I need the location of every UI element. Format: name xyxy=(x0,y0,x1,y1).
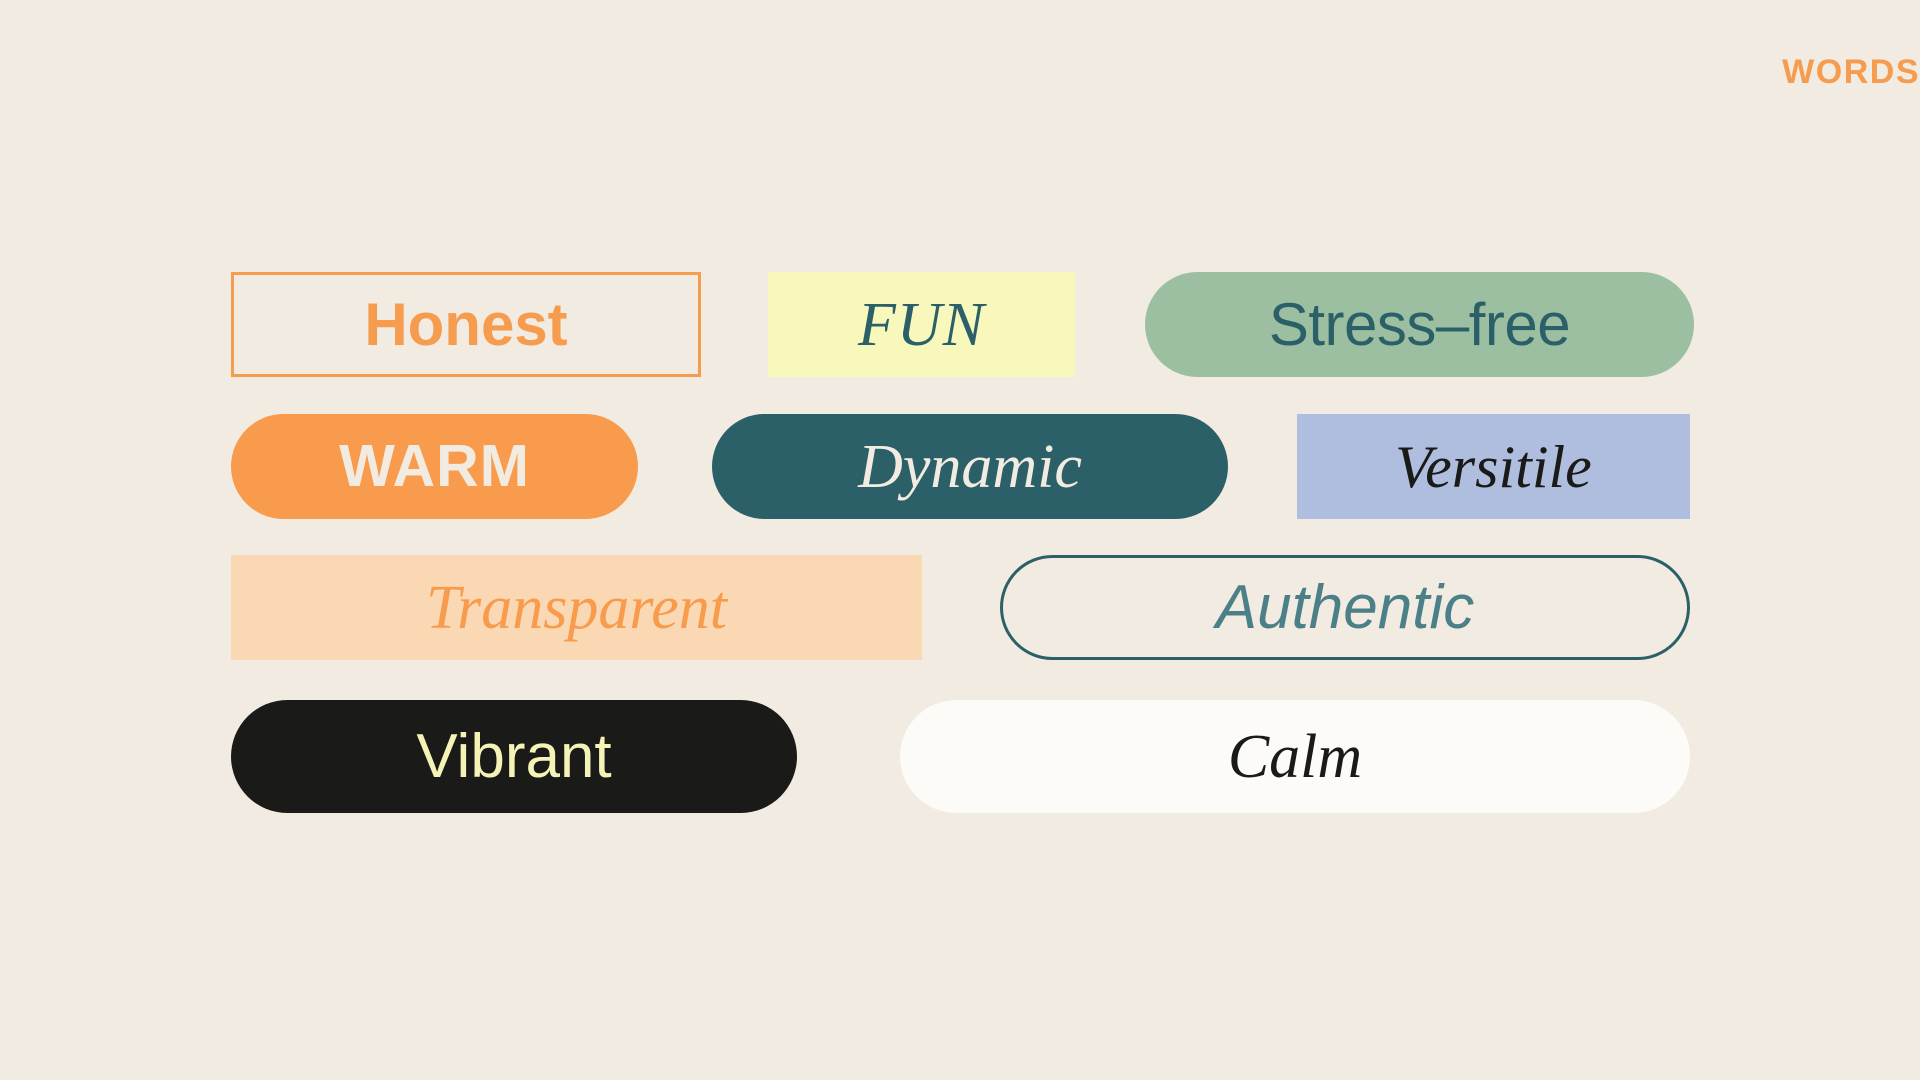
word-chip-honest[interactable]: Honest xyxy=(231,272,701,377)
word-chip-versitile[interactable]: Versitile xyxy=(1297,414,1690,519)
word-chip-dynamic[interactable]: Dynamic xyxy=(712,414,1228,519)
word-chip-warm[interactable]: WARM xyxy=(231,414,638,519)
word-chip-vibrant[interactable]: Vibrant xyxy=(231,700,797,813)
word-chip-authentic[interactable]: Authentic xyxy=(1000,555,1690,660)
word-chip-row: WARM Dynamic Versitile xyxy=(231,414,1690,519)
page-title: WORDS xyxy=(1782,53,1920,91)
word-chip-fun[interactable]: FUN xyxy=(768,272,1075,377)
word-chip-row: Transparent Authentic xyxy=(231,555,1690,660)
word-chip-stress-free[interactable]: Stress–free xyxy=(1145,272,1694,377)
word-chip-calm[interactable]: Calm xyxy=(900,700,1690,813)
word-chip-row: Vibrant Calm xyxy=(231,700,1690,813)
word-chip-transparent[interactable]: Transparent xyxy=(231,555,922,660)
word-chip-row: Honest FUN Stress–free xyxy=(231,272,1694,377)
